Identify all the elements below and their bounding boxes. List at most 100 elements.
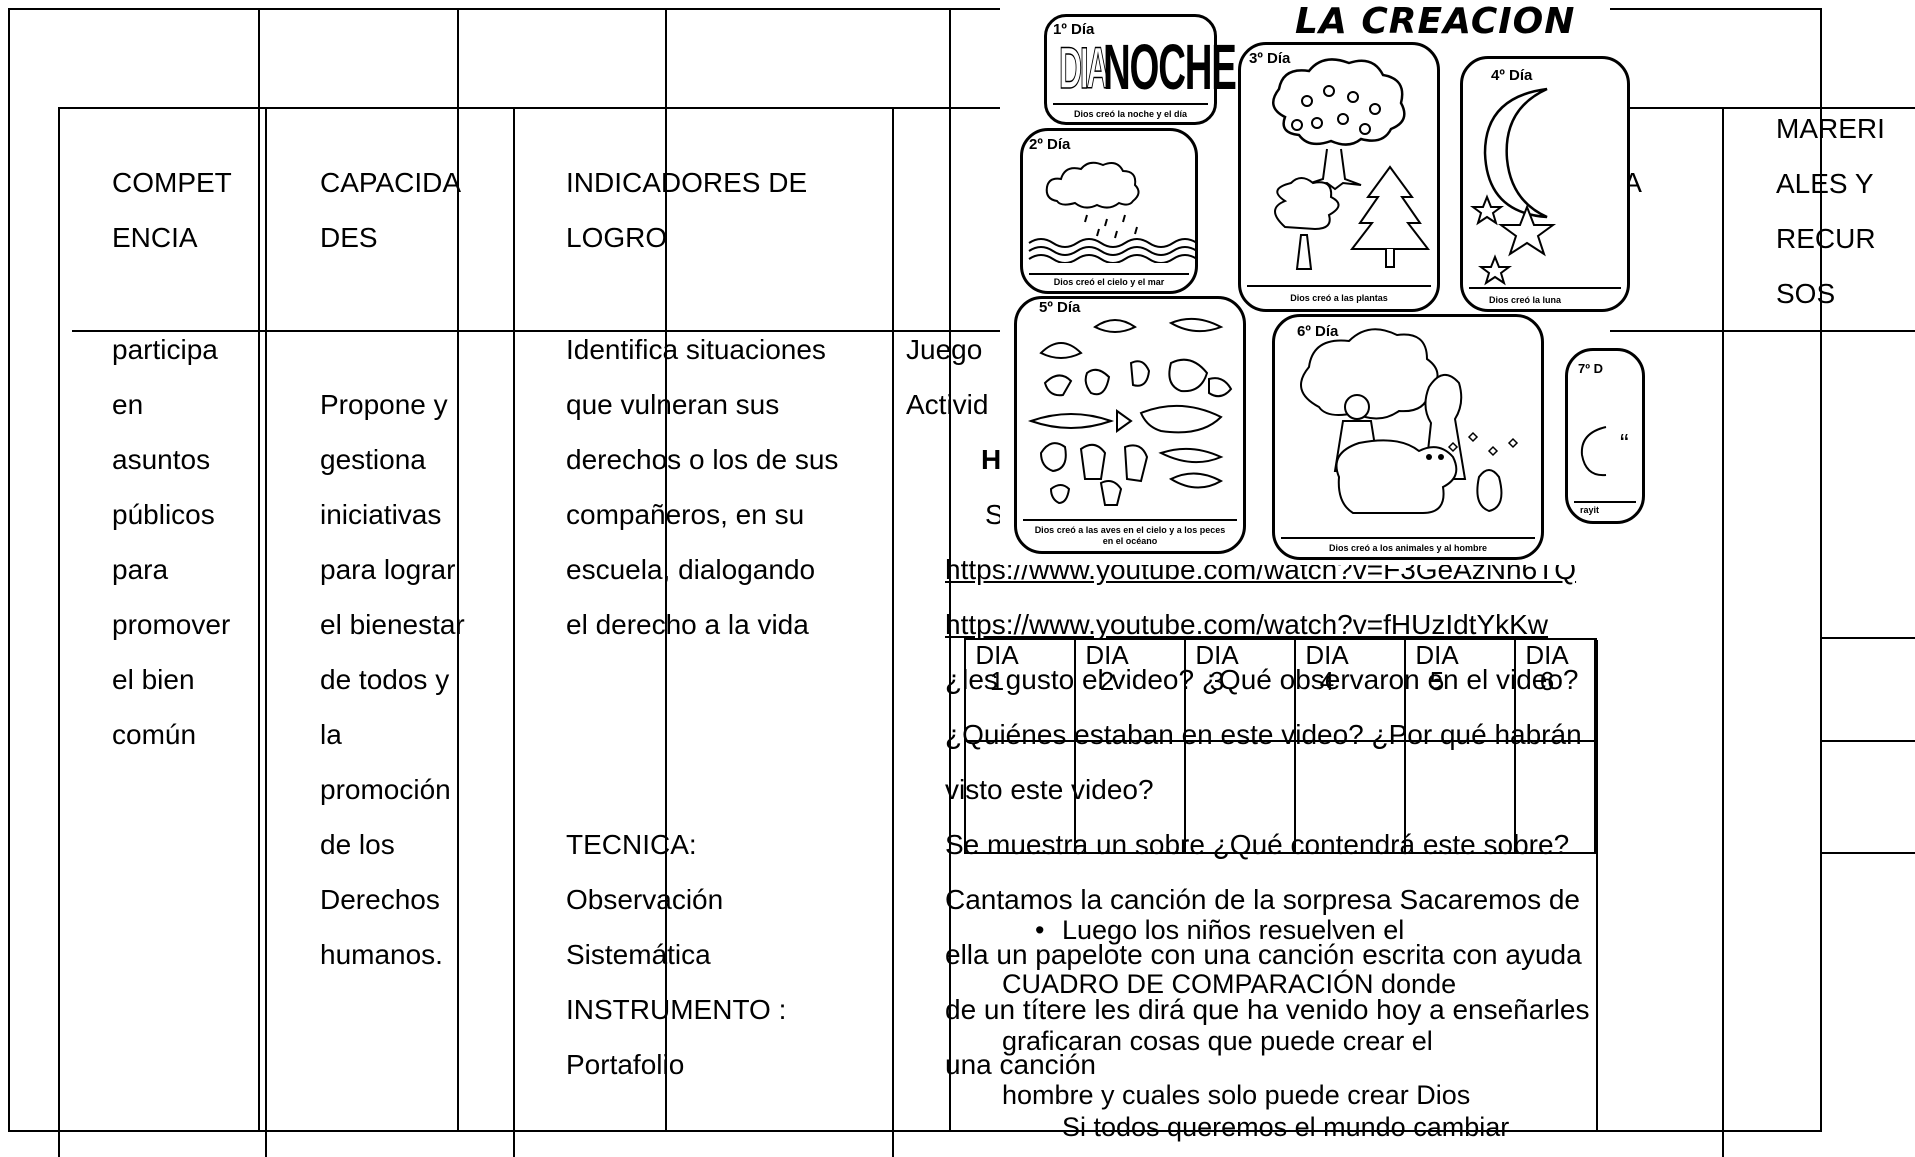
day4-card: 4º Día Dios creó la luna <box>1460 56 1630 312</box>
day-number: 2 <box>1099 666 1115 696</box>
day-word: DIA <box>975 640 1019 670</box>
capacidades-line: promoción <box>320 774 451 805</box>
tecnica-line: TECNICA: <box>566 829 697 860</box>
day4-label: 4º Día <box>1491 67 1533 84</box>
header-row-top-border <box>58 107 1915 109</box>
partial-s: S <box>985 499 1004 530</box>
juego-line: Juego <box>906 334 983 365</box>
moon-stars-icon <box>1470 87 1557 286</box>
day-number: 6 <box>1539 666 1555 696</box>
indicadores-line: compañeros, en su <box>566 499 805 530</box>
day3-label: 3º Día <box>1249 50 1291 67</box>
competencia-left-border <box>58 107 60 1157</box>
day2-caption: Dios creó el cielo y el mar <box>1053 277 1165 287</box>
juego-line: Activid <box>906 389 989 420</box>
competencia-line: común <box>112 719 197 750</box>
inner-vline-c <box>665 8 667 1130</box>
day7-card: 7º D “ rayit <box>1565 348 1645 524</box>
day-number: 5 <box>1429 666 1445 696</box>
indicadores-cell: Identifica situaciones que vulneran sus … <box>566 322 838 652</box>
competencia-line: participa <box>112 334 218 365</box>
tecnica-line: Sistemática <box>566 939 711 970</box>
trees-icon <box>1272 58 1431 270</box>
day6-caption: Dios creó a los animales y al hombre <box>1328 543 1488 553</box>
competencia-line: en <box>112 389 144 420</box>
indicadores-header: INDICADORES DE LOGRO <box>566 155 807 265</box>
days-table-divider <box>1184 638 1186 852</box>
day3-caption: Dios creó a las plantas <box>1290 293 1388 303</box>
competencia-right-border <box>265 107 267 1157</box>
animals-man-icon <box>1300 328 1519 514</box>
capacidades-header: CAPACIDA DES <box>320 155 461 265</box>
overlay-line-1: Luego los niños resuelven el <box>1062 915 1405 945</box>
days-table-divider <box>1074 638 1076 852</box>
competencia-header-line: ENCIA <box>112 222 198 253</box>
day-word: DIA <box>1305 640 1349 670</box>
inner-vline-b <box>457 8 459 1130</box>
day1-card: 1º Día DIA NOCHE Dios creó la noche y el… <box>1044 14 1237 125</box>
day6-label: 6º Día <box>1297 323 1339 340</box>
days-table-mid <box>964 740 1597 742</box>
materiales-row-line-3 <box>1822 852 1915 854</box>
quote-mark: “ <box>1620 428 1629 458</box>
indicadores-line: el derecho a la vida <box>566 609 809 640</box>
tecnica-line: Observación <box>566 884 724 915</box>
sequence-line: una canción <box>945 1049 1097 1080</box>
noche-text: NOCHE <box>1103 31 1237 103</box>
day-word: DIA <box>1085 640 1129 670</box>
days-table-divider <box>1594 638 1596 852</box>
sequence-line: visto este video? <box>945 774 1154 805</box>
overlay-line-3: graficaran cosas que puede crear el <box>1002 1026 1433 1056</box>
sequence-line: Se muestra un sobre ¿Qué contendrá este … <box>945 829 1570 860</box>
day2-label: 2º Día <box>1029 136 1071 153</box>
days-table-divider <box>964 638 966 852</box>
sequence-line: de un títere les dirá que ha venido hoy … <box>945 994 1590 1025</box>
header-row-bottom-border <box>72 330 1915 332</box>
day4-caption: Dios creó la luna <box>1489 295 1562 305</box>
days-table-divider <box>1404 638 1406 852</box>
day-word: DIA <box>1525 640 1569 670</box>
cloud-rain-sea-icon <box>1028 161 1197 263</box>
capacidades-header-line: DES <box>320 222 378 253</box>
day1-label: 1º Día <box>1053 21 1095 38</box>
competencia-cell: participa en asuntos públicos para promo… <box>112 322 230 762</box>
capacidades-line: para lograr <box>320 554 456 585</box>
tecnica-cell: TECNICA: Observación Sistemática INSTRUM… <box>566 817 786 1092</box>
indicadores-header-line: INDICADORES DE <box>566 167 808 198</box>
materiales-header: MARERI ALES Y RECUR SOS <box>1776 101 1885 321</box>
indicadores-line: que vulneran sus <box>566 389 780 420</box>
competencia-header-line: COMPET <box>112 167 232 198</box>
days-table-divider <box>1294 638 1296 852</box>
indicadores-line: Identifica situaciones <box>566 334 826 365</box>
overlay-line-2: CUADRO DE COMPARACIÓN donde <box>1002 969 1457 999</box>
capacidades-line: iniciativas <box>320 499 442 530</box>
juego-cell: Juego Activid <box>906 322 988 432</box>
day-number: 3 <box>1209 666 1225 696</box>
capacidades-line: la <box>320 719 342 750</box>
sequence-line: Cantamos la canción de la sorpresa Sacar… <box>945 884 1581 915</box>
tecnica-line: Portafolio <box>566 1049 685 1080</box>
table-left-border <box>8 8 10 1130</box>
youtube-link-2[interactable]: https://www.youtube.com/watch?v=fHUzIdtY… <box>945 609 1549 640</box>
inner-vline-d <box>949 8 951 1130</box>
days-table-bottom <box>964 852 1597 854</box>
materiales-header-line: SOS <box>1776 278 1836 309</box>
overlay-line-5: Si todos queremos el mundo cambiar <box>1062 1112 1510 1142</box>
day7-partial-icon <box>1580 426 1607 477</box>
partial-h: H <box>981 444 1002 475</box>
day-word: DIA <box>1195 640 1239 670</box>
sequence-text: ¿les gusto el video? ¿Qué observaron en … <box>945 652 1589 1092</box>
sequence-line: ¿Quiénes estaban en este video? ¿Por qué… <box>945 719 1582 750</box>
day7-caption: rayit <box>1580 505 1600 515</box>
indicadores-header-line: LOGRO <box>566 222 668 253</box>
tecnica-line: INSTRUMENTO : <box>566 994 787 1025</box>
sequence-line: ella un papelote con una canción escrita… <box>945 939 1582 970</box>
indicadores-line: derechos o los de sus <box>566 444 839 475</box>
indicadores-line: escuela, dialogando <box>566 554 816 585</box>
